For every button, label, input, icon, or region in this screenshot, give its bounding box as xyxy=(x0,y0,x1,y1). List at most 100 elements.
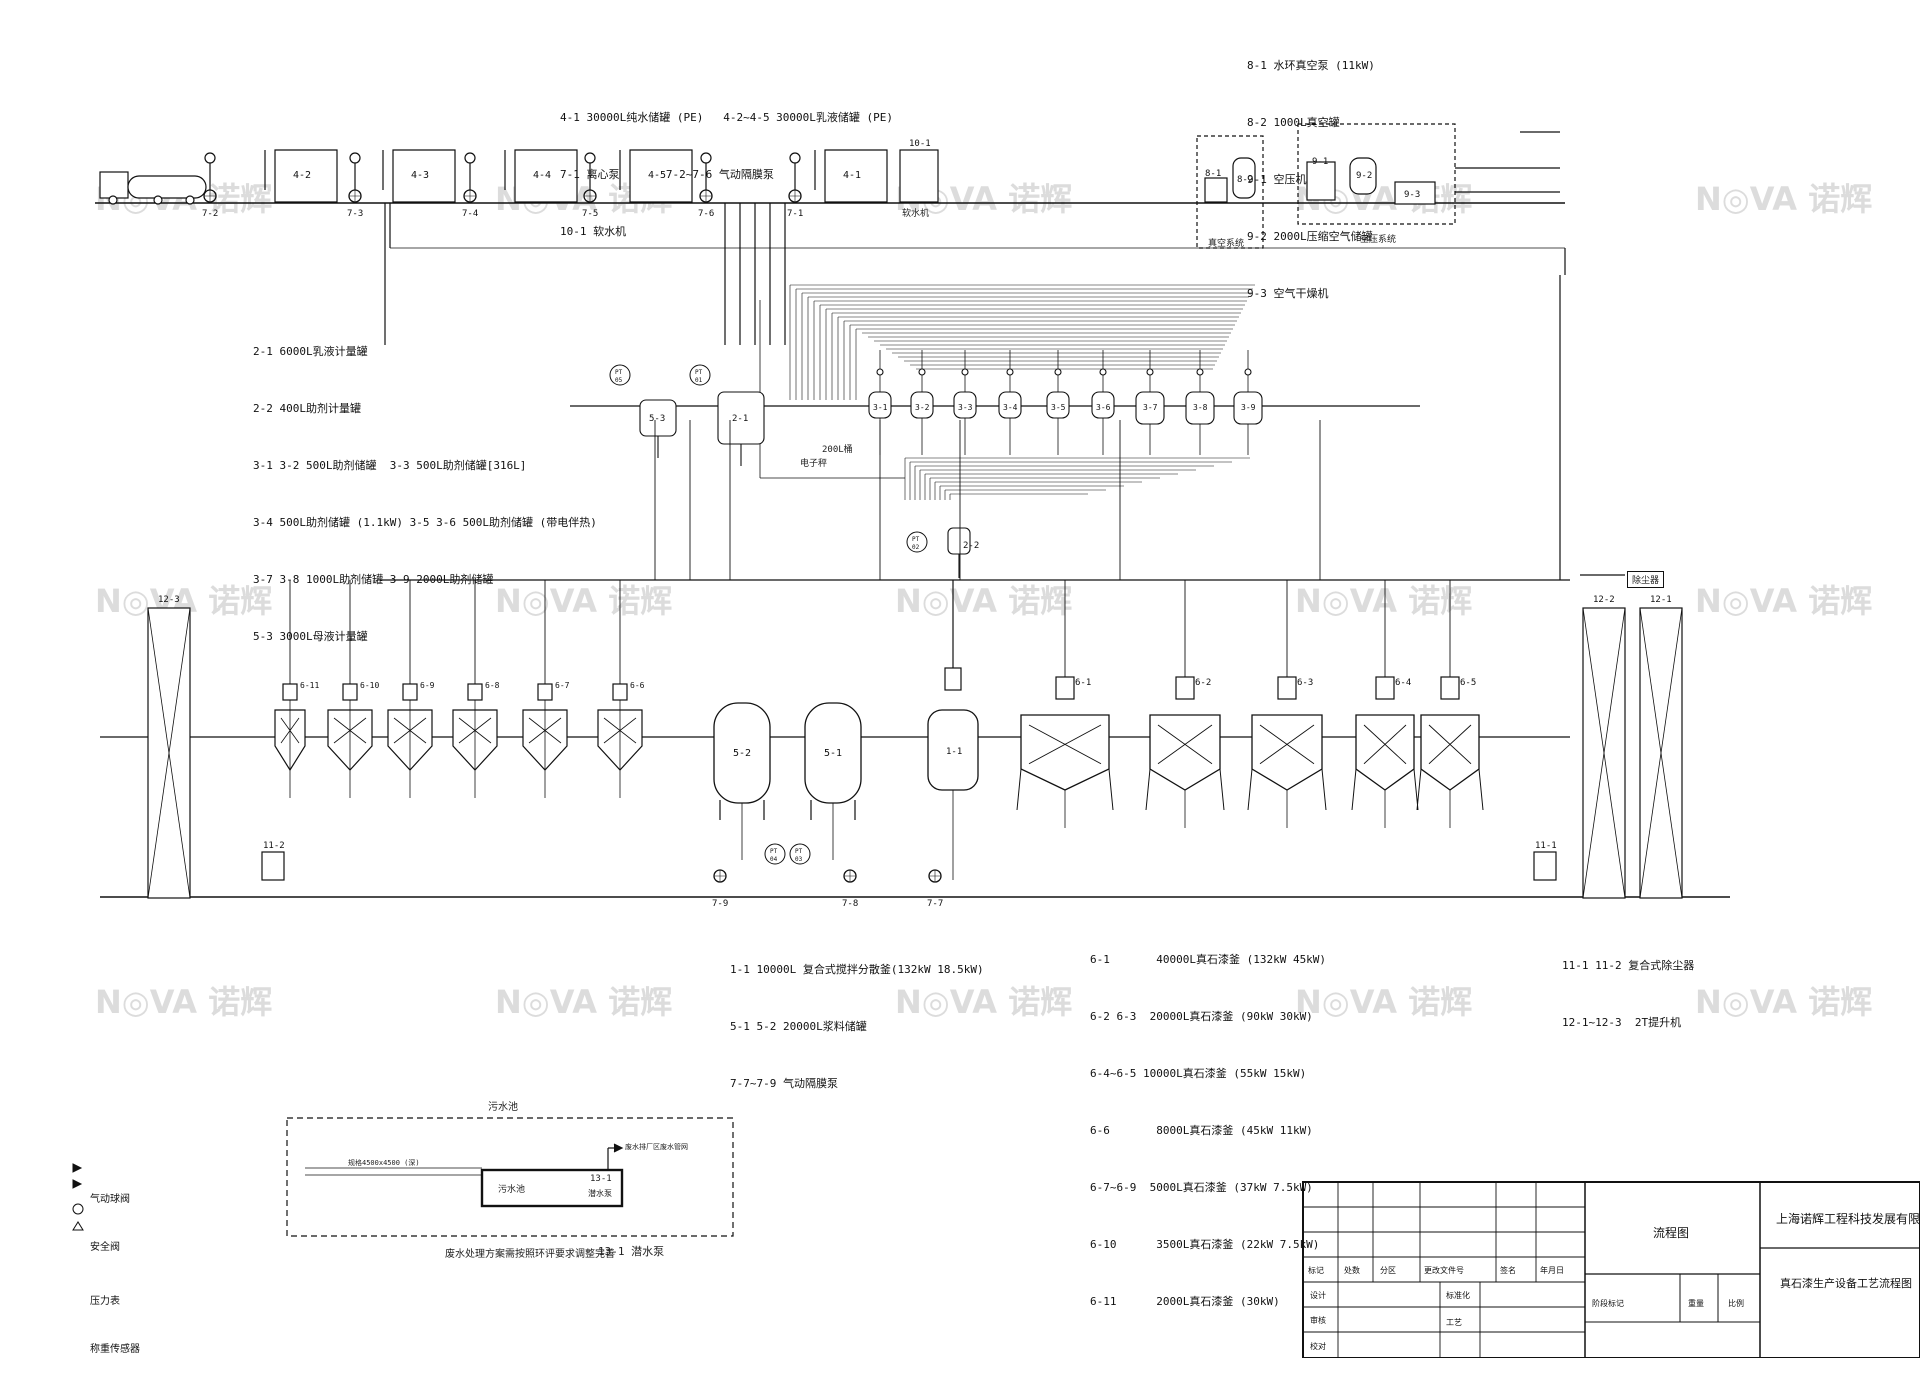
agitator-motor-icon xyxy=(282,683,298,701)
drawing-title: 真石漆生产设备工艺流程图 xyxy=(1780,1277,1912,1290)
unit-tag: 9-2 xyxy=(1356,171,1372,181)
agitator-motor-icon xyxy=(402,683,418,701)
agitator-motor-icon xyxy=(1277,676,1297,700)
tanker-truck-icon xyxy=(99,171,207,205)
reactor-tag: 6-9 xyxy=(420,681,435,690)
pump-icon xyxy=(203,189,217,203)
legend-line: 3-4 500L助剂储罐 (1.1kW) 3-5 3-6 500L助剂储罐 (带… xyxy=(253,516,597,529)
tb-field-process: 工艺 xyxy=(1446,1318,1462,1327)
legend-top-right: 8-1 水环真空泵 (11kW) 8-2 1000L真空罐 9-1 空压机 9-… xyxy=(1247,18,1375,322)
dust-box-label: 除尘器 xyxy=(1627,571,1665,588)
reactor-tag: 6-3 xyxy=(1297,678,1313,688)
production-section xyxy=(100,275,1730,899)
tank-tag: 3-9 xyxy=(1241,403,1256,412)
pump-icon xyxy=(928,869,942,883)
pressure-gauge-icon xyxy=(204,152,216,164)
legend-left-mid: 2-1 6000L乳液计量罐 2-2 400L助剂计量罐 3-1 3-2 500… xyxy=(253,304,597,665)
wastewater-pool-label: 污水池 xyxy=(498,1185,526,1195)
air-system-box xyxy=(1297,123,1456,225)
tank-tag: 2-2 xyxy=(963,541,979,551)
pressure-transmitter xyxy=(789,843,811,865)
vacuum-system-label: 真空系统 xyxy=(1208,239,1245,249)
tank-tag: 3-6 xyxy=(1096,403,1111,412)
legend-line: 6-1 40000L真石漆釜 (132kW 45kW) xyxy=(1090,953,1327,966)
watermark-logo: N◎VA 诺辉 xyxy=(895,582,1072,620)
reactor-tag: 6-8 xyxy=(485,681,500,690)
reactor-tag: 6-1 xyxy=(1075,678,1091,688)
pressure-gauge-icon xyxy=(1006,368,1014,376)
legend-line: 6-11 2000L真石漆釜 (30kW) xyxy=(1090,1295,1280,1308)
wastewater-pump-sub: 潜水泵 xyxy=(588,1189,612,1198)
legend-line: 6-10 3500L真石漆釜 (22kW 7.5kW) xyxy=(1090,1238,1320,1251)
metering-section xyxy=(570,284,1420,865)
reactor-tag: 6-7 xyxy=(555,681,570,690)
pressure-gauge-icon xyxy=(349,152,361,164)
legend-line: 6-4~6-5 10000L真石漆釜 (55kW 15kW) xyxy=(1090,1067,1307,1080)
pump-tag: 7-6 xyxy=(698,209,714,219)
pump-tag: 7-4 xyxy=(462,209,478,219)
pressure-gauge-icon xyxy=(918,368,926,376)
wastewater-note: 废水处理方案需按照环评要求调整完善 xyxy=(445,1249,615,1260)
legend-line: 6-7~6-9 5000L真石漆釜 (37kW 7.5kW) xyxy=(1090,1181,1313,1194)
watermark-logo: N◎VA 诺辉 xyxy=(1295,582,1472,620)
legend-bottom-right: 6-1 40000L真石漆釜 (132kW 45kW) 6-2 6-3 2000… xyxy=(1090,912,1326,1330)
feed-tank-section xyxy=(95,123,1566,345)
pump-icon xyxy=(713,869,727,883)
weigh-box-label: 电子秤 xyxy=(800,459,828,469)
pump-tag: 7-5 xyxy=(582,209,598,219)
storage-tank xyxy=(392,149,456,203)
elevator-tag: 12-2 xyxy=(1593,595,1615,605)
drawing-type: 流程图 xyxy=(1653,1226,1690,1240)
water-softener xyxy=(899,149,939,203)
agitator-motor-icon xyxy=(467,683,483,701)
tank-tag: 4-4 xyxy=(533,170,551,181)
vacuum-system-box xyxy=(1196,135,1264,249)
legend-line: 9-1 空压机 xyxy=(1247,173,1307,186)
pressure-gauge-icon xyxy=(961,368,969,376)
storage-tank xyxy=(274,149,338,203)
reactor-vessel xyxy=(1020,714,1110,791)
pressure-transmitter xyxy=(689,364,711,386)
wastewater-pump-label: 13-1 xyxy=(590,1174,612,1184)
legend-line: 8-2 1000L真空罐 xyxy=(1247,116,1340,129)
pressure-gauge-icon xyxy=(1054,368,1062,376)
watermark-logo: N◎VA 诺辉 xyxy=(1695,983,1872,1021)
legend-line: 5-1 5-2 20000L浆料储罐 xyxy=(730,1020,867,1033)
wastewater-size: 规格4500x4500 (深) xyxy=(348,1159,420,1167)
wastewater-outlet: 废水排厂区废水管网 xyxy=(625,1143,688,1151)
weighing-sensor-icon xyxy=(72,1221,84,1231)
wastewater-title: 污水池 xyxy=(488,1102,518,1113)
watermark-logo: N◎VA 诺辉 xyxy=(1695,582,1872,620)
legend-line: 7-1 离心泵 7-2~7-6 气动隔膜泵 xyxy=(560,168,774,181)
company-name: 上海诺辉工程科技发展有限公司 xyxy=(1776,1212,1920,1226)
tank-tag: 4-2 xyxy=(293,170,311,181)
reactor-vessel xyxy=(1251,714,1323,791)
watermark-logo: N◎VA 诺辉 xyxy=(895,983,1072,1021)
unit-tag: 9-1 xyxy=(1312,157,1328,167)
tb-row-sign: 签名 xyxy=(1500,1266,1516,1275)
tb-role-check: 校对 xyxy=(1310,1342,1326,1351)
tank-tag: 3-2 xyxy=(915,403,930,412)
pump-icon xyxy=(463,189,477,203)
symbol-legend-item: 安全阀 xyxy=(90,1242,120,1253)
storage-tank xyxy=(629,149,693,203)
tank-tag: 4-5 xyxy=(648,170,666,181)
legend-line: 6-2 6-3 20000L真石漆釜 (90kW 30kW) xyxy=(1090,1010,1313,1023)
small-tank-note: 200L桶 xyxy=(822,445,853,455)
watermark-logo: N◎VA 诺辉 xyxy=(95,983,272,1021)
pump-icon xyxy=(348,189,362,203)
reactor-tag: 6-6 xyxy=(630,681,645,690)
legend-bottom-center: 1-1 10000L 复合式搅拌分散釜(132kW 18.5kW) 5-1 5-… xyxy=(730,922,984,1112)
watermark-logo: N◎VA 诺辉 xyxy=(495,582,672,620)
tb-row-mark: 标记 xyxy=(1308,1266,1324,1275)
elevator-tag: 12-1 xyxy=(1650,595,1672,605)
unit-tag: 9-3 xyxy=(1404,190,1420,200)
tank-tag: 3-1 xyxy=(873,403,888,412)
reactor-tag: 6-4 xyxy=(1395,678,1411,688)
dust-collector-11-2 xyxy=(261,851,285,881)
legend-far-right: 11-1 11-2 复合式除尘器 12-1~12-3 2T提升机 xyxy=(1562,918,1694,1051)
reactor-vessel xyxy=(1355,714,1415,791)
agitator-motor-icon xyxy=(612,683,628,701)
legend-line: 6-6 8000L真石漆釜 (45kW 11kW) xyxy=(1090,1124,1313,1137)
legend-line: 9-3 空气干燥机 xyxy=(1247,287,1329,300)
